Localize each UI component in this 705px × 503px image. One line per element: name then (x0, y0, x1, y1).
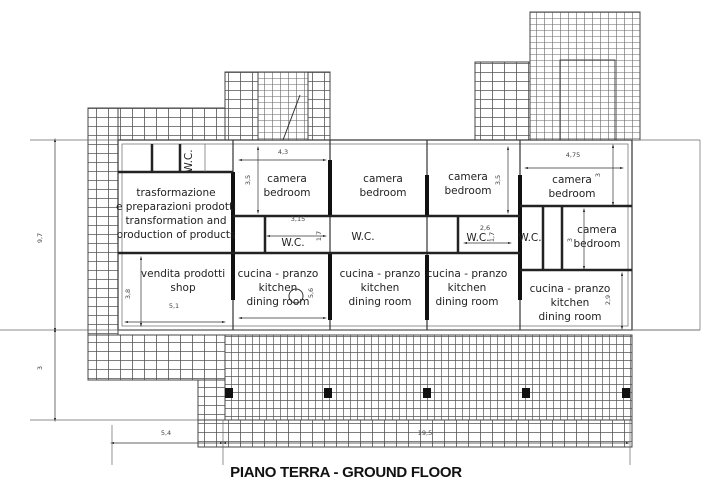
label-wc-stair: W.C. (183, 149, 195, 172)
label-transformation-4: production of products (116, 229, 235, 241)
label-shop-2: shop (170, 282, 196, 294)
label-transformation-1: trasformazione (136, 187, 215, 199)
room-labels: W.C. trasformazione e preparazioni prodo… (116, 149, 621, 323)
dim-shop-width: 5,1 (169, 302, 179, 310)
label-kit4-3: dining room (539, 311, 602, 323)
label-bed4-1: camera (552, 174, 592, 186)
label-bed2-1: camera (363, 173, 403, 185)
dim-wc1-width: 3,15 (291, 215, 305, 223)
label-kit1-2: kitchen (259, 282, 298, 294)
label-bed1-2: bedroom (264, 187, 311, 199)
dimension-lines (30, 137, 631, 465)
dimension-labels: 9,7 3 5,4 19,5 4,3 3,5 3,15 1,7 5,1 3,8 … (36, 148, 612, 437)
pillars (225, 388, 630, 398)
label-bed1-1: camera (267, 173, 307, 185)
sink-icon (288, 288, 304, 304)
label-shop-1: vendita prodotti (141, 268, 225, 280)
label-kit2-1: cucina - pranzo (340, 268, 421, 280)
label-wc3: W.C. (466, 232, 489, 244)
dim-kit4-depth: 2,9 (604, 295, 612, 305)
label-bed5-1: camera (577, 224, 617, 236)
label-bed3-1: camera (448, 171, 488, 183)
dim-wc3-width: 2,6 (480, 224, 490, 232)
label-bed5-2: bedroom (574, 238, 621, 250)
dim-total-height: 9,7 (36, 233, 44, 243)
label-kit1-1: cucina - pranzo (238, 268, 319, 280)
plan-title: PIANO TERRA - GROUND FLOOR (230, 464, 462, 481)
dim-bed1-width: 4,3 (278, 148, 288, 156)
label-kit3-3: dining room (436, 296, 499, 308)
label-bed3-2: bedroom (445, 185, 492, 197)
label-wc2: W.C. (351, 231, 374, 243)
label-wc1: W.C. (281, 237, 304, 249)
dim-shop-depth: 3,8 (124, 289, 132, 299)
dim-bed5-depth: 3 (566, 238, 574, 242)
label-kit2-2: kitchen (361, 282, 400, 294)
dim-bed4-depth: 3 (594, 173, 602, 177)
dim-bed4-width: 4,75 (566, 151, 580, 159)
label-kit3-1: cucina - pranzo (427, 268, 508, 280)
label-kit1-3: dining room (247, 296, 310, 308)
dim-wc1-depth: 1,7 (315, 231, 323, 241)
label-kit4-1: cucina - pranzo (530, 283, 611, 295)
building-walls (0, 139, 701, 331)
dim-bed1-depth: 3,5 (244, 175, 252, 185)
label-kit4-2: kitchen (551, 297, 590, 309)
label-transformation-2: e preparazioni prodotti (116, 201, 236, 213)
label-kit2-3: dining room (349, 296, 412, 308)
label-bed4-2: bedroom (549, 188, 596, 200)
label-kit3-2: kitchen (448, 282, 487, 294)
dim-terrace-depth: 3 (36, 366, 44, 370)
dim-left-width: 5,4 (161, 429, 171, 437)
dim-kit1-depth: 5,6 (307, 288, 315, 298)
stair-arrow (282, 94, 301, 141)
label-wc4: W.C. (518, 232, 541, 244)
brick-paving (87, 11, 641, 448)
dim-main-width: 19,5 (418, 429, 432, 437)
label-bed2-2: bedroom (360, 187, 407, 199)
dim-wc3-depth: 1,7 (488, 232, 496, 242)
dim-bed3-depth: 3,5 (494, 175, 502, 185)
label-transformation-3: transformation and (125, 215, 226, 227)
